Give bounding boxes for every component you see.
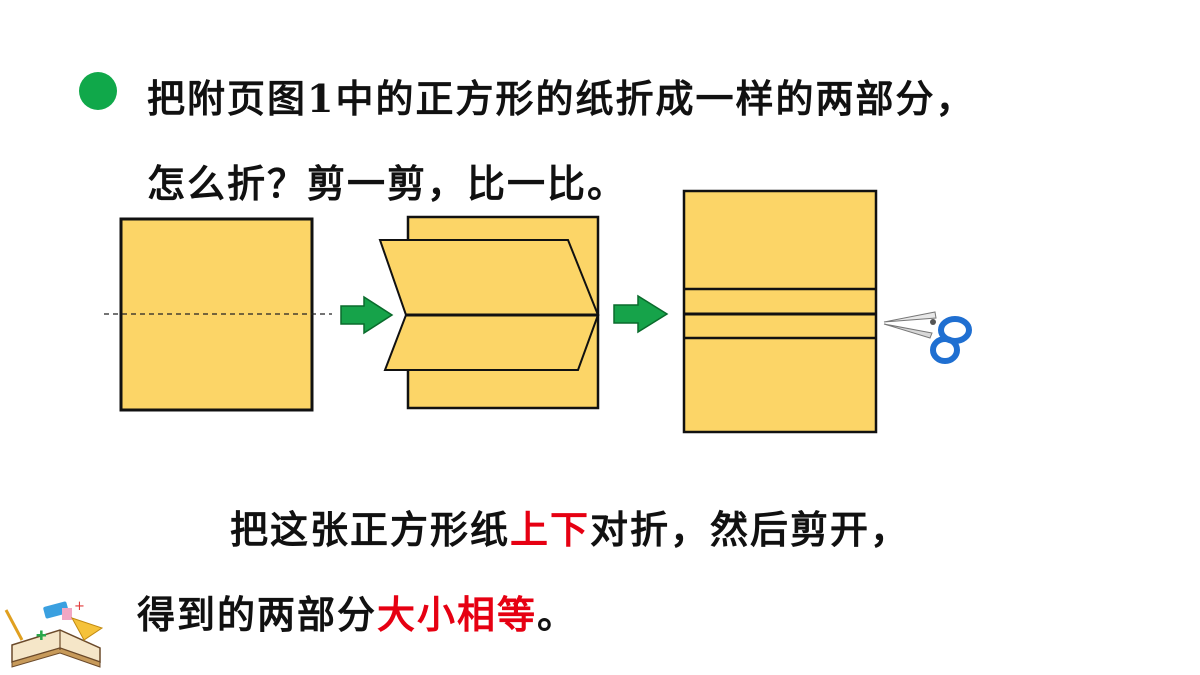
answer-line-1: 把这张正方形纸上下对折，然后剪开， [230,499,910,554]
highlight-text: 上下 [510,507,591,552]
answer-text: 得到的两部分 [137,592,378,637]
answer-text: 。 [537,592,578,637]
question-line-1: 把附页图1中的正方形的纸折成一样的两部分， [147,76,976,121]
scissors-icon [883,311,972,364]
svg-text:✚: ✚ [36,629,47,644]
folding-paper [378,215,600,410]
answer-text: 对折，然后剪开， [590,507,911,552]
highlight-text: 大小相等 [377,592,538,637]
cut-paper [682,189,878,434]
question-line-2: 怎么折？剪一剪，比一比。 [147,161,628,206]
green-arrow-icon [613,294,669,334]
svg-text:+: + [74,599,85,614]
math-book-icon: + ✚ [4,599,104,668]
answer-line-2: 得到的两部分大小相等。 [137,584,577,639]
green-arrow-icon [340,295,394,335]
answer-text: 把这张正方形纸 [230,507,511,552]
bullet-dot [79,72,117,110]
